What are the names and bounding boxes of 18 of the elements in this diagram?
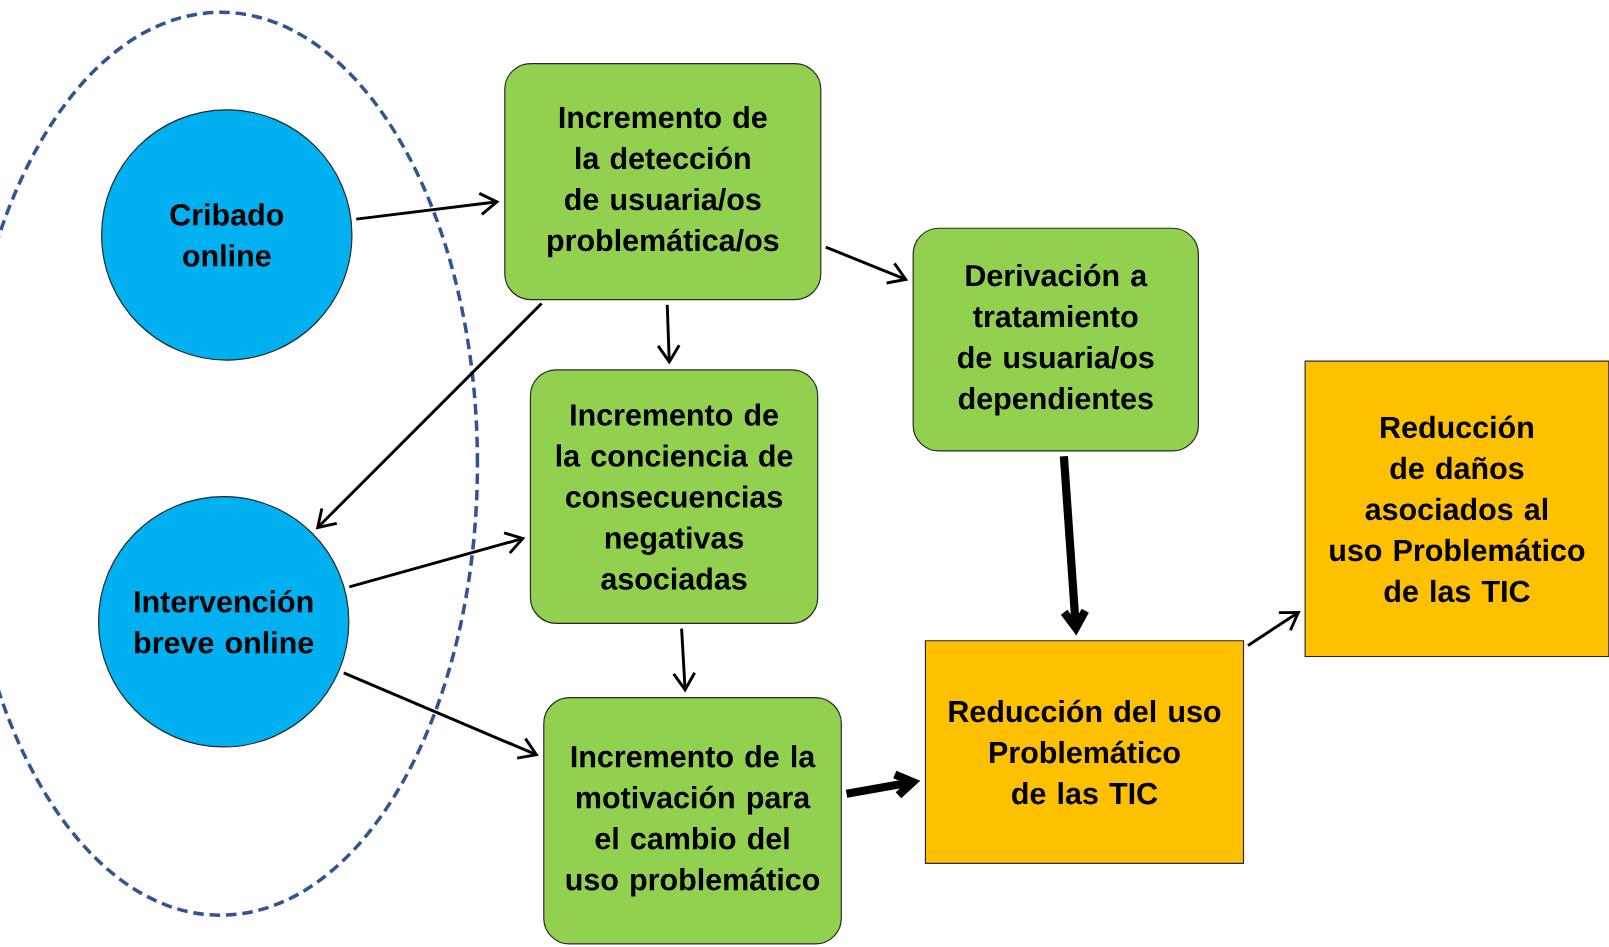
arrow [845, 770, 921, 799]
arrow [356, 192, 500, 221]
arrow [825, 245, 909, 285]
process-box: Derivación a tratamiento de usuaria/os dependientes [912, 227, 1199, 452]
process-box: Incremento de la detección de usuaria/os problemática/os [504, 63, 822, 301]
arrow [343, 671, 539, 760]
arrow [1247, 610, 1301, 647]
outcome-box: Reducción de daños asociados al uso Problemático de las TIC [1304, 360, 1609, 658]
arrow [348, 531, 526, 589]
circle-node: Cribado online [101, 109, 353, 361]
circle-node: Intervención breve online [97, 496, 350, 748]
arrow [672, 628, 696, 693]
arrow [315, 302, 543, 530]
process-box: Incremento de la motivación para el cambio del uso problemático [543, 697, 842, 945]
outcome-box: Reducción del uso Problemático de las TIC [924, 640, 1245, 864]
arrow [1059, 455, 1089, 636]
arrow [656, 304, 681, 365]
process-box: Incremento de la conciencia de consecuencias negativas asociadas [529, 369, 819, 624]
